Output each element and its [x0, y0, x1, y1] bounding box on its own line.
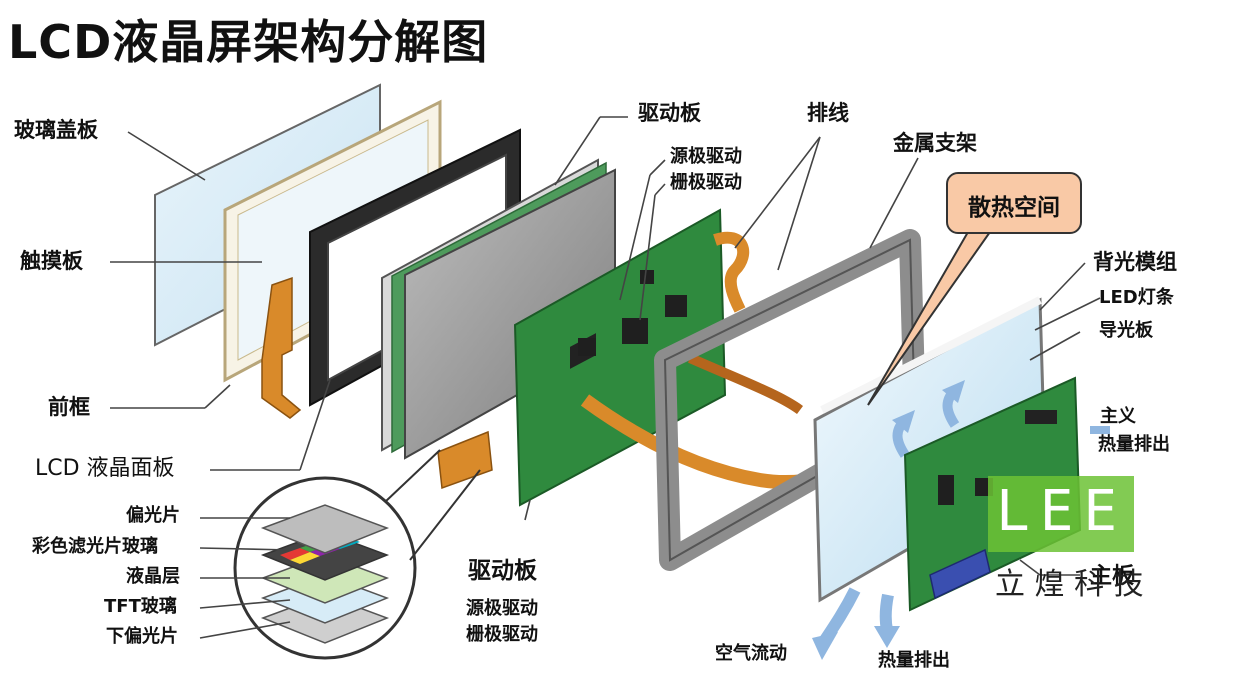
label-main-board: 主板 — [1090, 564, 1135, 589]
driver-chip-2 — [665, 295, 687, 317]
label-tft-glass: TFT玻璃 — [104, 596, 177, 617]
driver-chip-3 — [578, 338, 596, 356]
label-polarizer: 偏光片 — [126, 505, 180, 526]
heat-space-callout: 散热空间 — [946, 172, 1082, 234]
airflow-arrow-right — [879, 593, 894, 632]
label-cover-glass: 玻璃盖板 — [14, 118, 98, 142]
driver-chip-4 — [640, 270, 654, 284]
leader-lines — [110, 116, 1101, 639]
label-source-driver-bottom: 源极驱动 — [466, 598, 538, 619]
label-gate-driver-bottom: 栅极驱动 — [466, 624, 538, 645]
label-heat-out-side: 热量排出 — [1098, 434, 1170, 455]
diagram-title: LCD液晶屏架构分解图 — [8, 15, 489, 69]
label-driver-board-top: 驱动板 — [638, 101, 701, 125]
ribbon-cable-top — [713, 231, 750, 313]
label-led-strip: LED灯条 — [1099, 287, 1174, 308]
label-lcd-panel: LCD 液晶面板 — [35, 456, 175, 481]
callout-text: 散热空间 — [968, 195, 1060, 221]
main-connector — [1025, 410, 1057, 424]
panel-flex-cable — [437, 430, 493, 490]
driver-board — [513, 208, 727, 507]
vga-connector — [929, 548, 991, 600]
led-strip-line — [820, 296, 1042, 414]
label-liquid-crystal: 液晶层 — [126, 566, 180, 587]
label-ribbon-cable: 排线 — [807, 101, 849, 125]
label-source-driver-top: 源极驱动 — [670, 146, 742, 167]
watermark-logo-box — [988, 476, 1134, 552]
airflow-arrow-left — [820, 587, 861, 644]
label-bottom-polarizer: 下偏光片 — [106, 626, 178, 647]
touch-flex-cable — [261, 276, 302, 419]
main-chip-1 — [938, 475, 954, 505]
driver-chip-1 — [622, 318, 648, 344]
label-air-flow: 空气流动 — [715, 643, 787, 664]
label-main-heat-out: 主义 — [1100, 406, 1136, 427]
label-gate-driver-top: 栅极驱动 — [670, 172, 742, 193]
label-touch-panel: 触摸板 — [20, 249, 83, 273]
layer-polarizer — [260, 504, 390, 554]
label-light-guide: 导光板 — [1099, 320, 1153, 341]
label-front-frame: 前框 — [48, 395, 90, 419]
label-color-filter: 彩色滤光片玻璃 — [32, 536, 158, 557]
watermark-logo: LEE HON — [996, 479, 1251, 544]
label-heat-out-bottom: 热量排出 — [878, 650, 950, 671]
label-metal-bracket: 金属支架 — [893, 131, 977, 155]
label-driver-board-bottom: 驱动板 — [468, 558, 537, 584]
watermark-sub: 立 煌 科 技 — [995, 567, 1144, 602]
label-backlight-module: 背光模组 — [1093, 250, 1177, 274]
